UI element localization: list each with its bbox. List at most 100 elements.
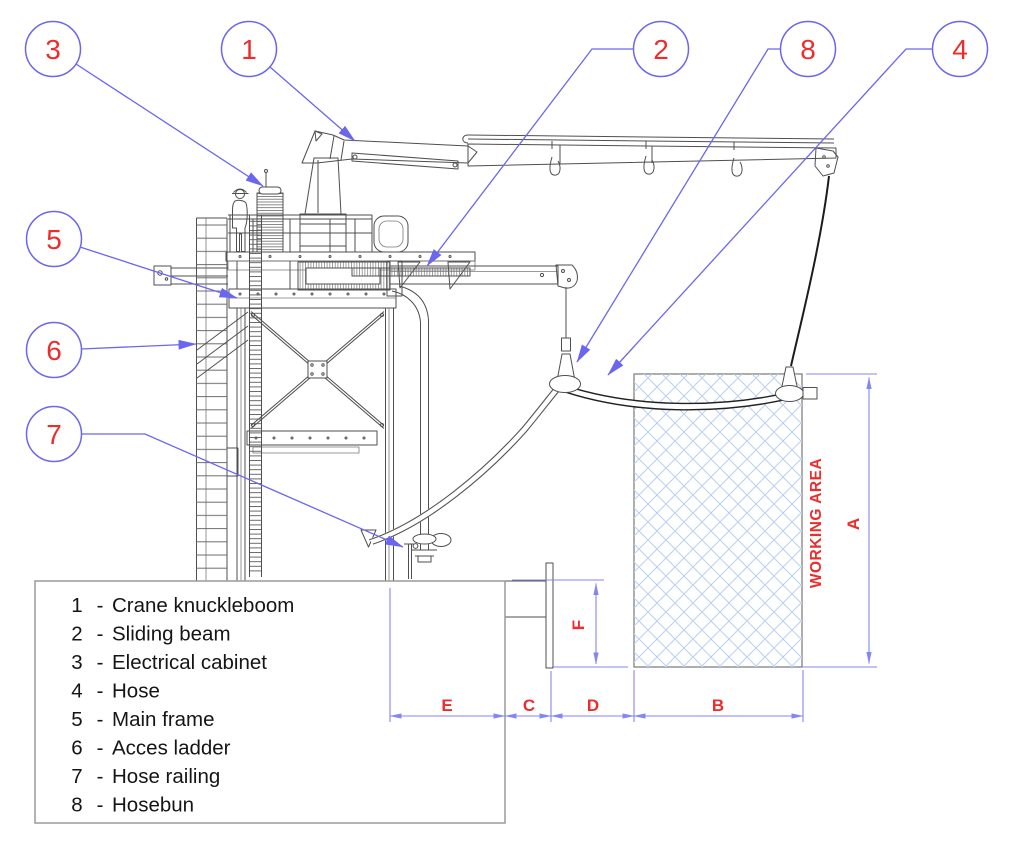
boom-hook xyxy=(549,156,561,176)
legend-item: 3 - Electrical cabinet xyxy=(71,651,267,674)
access-ladder xyxy=(249,215,262,577)
hose-railing xyxy=(404,543,419,579)
dim-e: E xyxy=(389,696,506,719)
legend-item-number: 7 xyxy=(71,765,82,788)
balloon-circle xyxy=(25,210,83,268)
legend-item: 8 - Hosebun xyxy=(71,794,194,817)
leader-2 xyxy=(426,48,634,267)
dim-label-b: B xyxy=(712,696,724,715)
dim-d: D xyxy=(550,696,635,719)
balloon-3: 3 xyxy=(24,20,82,78)
dim-label-c: C xyxy=(523,696,535,715)
balloon-circle xyxy=(25,405,83,463)
brace-center-plate xyxy=(307,360,328,379)
ladder-rungs xyxy=(250,218,261,574)
balloon-2: 2 xyxy=(632,20,690,78)
ladder-cage xyxy=(196,217,249,581)
dim-label-d: D xyxy=(587,696,599,715)
hose-fitting xyxy=(802,387,818,400)
legend-dash: - xyxy=(97,651,104,674)
main-frame xyxy=(226,308,394,583)
legend-dash: - xyxy=(97,594,104,617)
legend-dash: - xyxy=(97,765,104,788)
balloon-number: 4 xyxy=(952,34,968,65)
balloon-number: 2 xyxy=(653,34,669,65)
leader-5 xyxy=(79,246,238,299)
rack-gear xyxy=(351,267,471,277)
balloon-circle xyxy=(779,20,837,78)
legend-dash: - xyxy=(97,737,104,760)
legend-item: 4 - Hose xyxy=(71,680,160,703)
main-frame-top-beam xyxy=(228,288,397,309)
legend-item-label: Acces ladder xyxy=(112,737,231,760)
balloon-number: 5 xyxy=(46,224,62,255)
standpipe-hose xyxy=(391,285,452,563)
working-area xyxy=(633,373,803,668)
legend-item-label: Hose xyxy=(112,680,160,703)
working-area-hatch xyxy=(634,374,802,667)
cage-bars xyxy=(196,224,227,578)
dim-a: A xyxy=(844,377,872,664)
hosebun-link xyxy=(561,337,571,352)
balloon-1: 1 xyxy=(220,20,278,78)
balloon-circle xyxy=(220,20,278,78)
hose-end-flange xyxy=(417,555,432,563)
balloon-6: 6 xyxy=(25,321,83,379)
legend-item-label: Sliding beam xyxy=(112,623,231,646)
legend-item-label: Main frame xyxy=(112,708,215,731)
dimensions: A F E C D B WORKING AREA xyxy=(389,373,877,722)
beam-inner-bracket xyxy=(386,260,403,297)
legend-item-number: 4 xyxy=(71,680,82,703)
dim-label-e: E xyxy=(441,696,452,715)
legend-item-number: 3 xyxy=(71,651,82,674)
machine-structure xyxy=(153,130,839,583)
crane-column xyxy=(304,157,342,215)
working-area-label: WORKING AREA xyxy=(808,458,825,588)
legend-dash: - xyxy=(97,708,104,731)
crane-cable xyxy=(790,175,830,367)
balloons: 1 2 3 4 5 6 7 8 xyxy=(24,20,989,463)
balloon-circle xyxy=(931,20,989,78)
leader-7 xyxy=(81,433,404,548)
dim-label-f: F xyxy=(569,620,588,630)
hose-clamp xyxy=(412,533,437,545)
balloon-number: 1 xyxy=(241,34,257,65)
legend-item: 5 - Main frame xyxy=(71,708,214,731)
deck-gusset xyxy=(397,261,421,289)
balloon-number: 6 xyxy=(46,335,62,366)
boom-tip-bracket xyxy=(814,147,839,177)
legend-item-number: 5 xyxy=(71,708,82,731)
hose-catenary xyxy=(555,382,797,411)
legend-item: 2 - Sliding beam xyxy=(71,623,230,646)
balloon-number: 8 xyxy=(800,34,816,65)
hose xyxy=(368,385,561,546)
crane-inner-boom xyxy=(301,130,478,164)
legend-dash: - xyxy=(97,794,104,817)
legend-item-label: Hose railing xyxy=(112,765,220,788)
leader-1 xyxy=(269,66,356,142)
crane-knuckleboom xyxy=(299,130,839,253)
boom-cylinder xyxy=(351,152,459,170)
legend-item-number: 2 xyxy=(71,623,82,646)
leader-4 xyxy=(607,48,933,376)
leader-6 xyxy=(80,339,197,350)
balloon-5: 5 xyxy=(25,210,83,268)
hosebun xyxy=(549,287,581,393)
legend-item-number: 8 xyxy=(71,794,82,817)
deck-gusset xyxy=(447,261,471,290)
dim-b: B xyxy=(633,696,804,719)
leader-lines xyxy=(75,48,933,548)
balloon-number: 7 xyxy=(46,419,62,450)
operator-figure xyxy=(232,188,249,252)
balloon-4: 4 xyxy=(931,20,989,78)
mid-beam xyxy=(246,430,378,446)
legend-item-label: Hosebun xyxy=(112,794,194,817)
legend-item-label: Crane knuckleboom xyxy=(112,594,294,617)
flange-plate xyxy=(545,562,554,669)
platform-deck xyxy=(225,251,476,309)
dim-f: F xyxy=(569,583,599,665)
hose-system xyxy=(368,175,830,579)
legend-item: 7 - Hose railing xyxy=(71,765,220,788)
boom-hook xyxy=(643,155,655,175)
